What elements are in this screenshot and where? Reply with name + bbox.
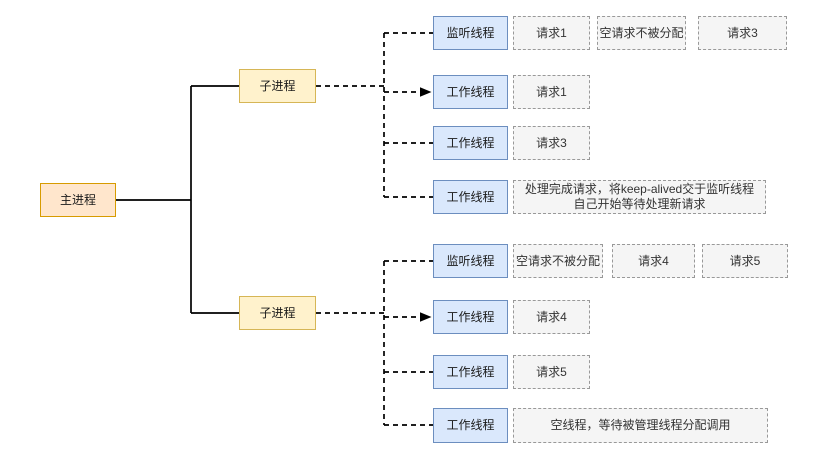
dashed-branch-cluster-1 xyxy=(316,32,433,198)
main-process-node: 主进程 xyxy=(40,183,116,217)
request-node: 请求3 xyxy=(698,16,787,50)
listener-thread-node-1: 监听线程 xyxy=(433,16,508,50)
request-node: 请求3 xyxy=(513,126,590,160)
listener-thread-node-2: 监听线程 xyxy=(433,244,508,278)
worker-thread-node-4: 工作线程 xyxy=(433,300,508,334)
request-node: 请求5 xyxy=(513,355,590,389)
request-node: 请求1 xyxy=(513,16,590,50)
child-process-node-1: 子进程 xyxy=(239,69,316,103)
request-node: 请求4 xyxy=(513,300,590,334)
worker-thread-node-1: 工作线程 xyxy=(433,75,508,109)
request-node-wide: 空线程，等待被管理线程分配调用 xyxy=(513,408,768,443)
request-node: 请求4 xyxy=(612,244,695,278)
worker-thread-node-6: 工作线程 xyxy=(433,408,508,443)
request-node: 空请求不被分配 xyxy=(513,244,603,278)
request-node: 请求1 xyxy=(513,75,590,109)
worker-thread-node-5: 工作线程 xyxy=(433,355,508,389)
request-node: 空请求不被分配 xyxy=(597,16,686,50)
worker-thread-node-3: 工作线程 xyxy=(433,180,508,214)
request-node-wide: 处理完成请求，将keep-alived交于监听线程 自己开始等待处理新请求 xyxy=(513,180,766,214)
arrowhead-worker-4 xyxy=(420,312,432,322)
arrowhead-worker-1 xyxy=(420,87,432,97)
dashed-branch-cluster-2 xyxy=(316,260,433,426)
child-process-node-2: 子进程 xyxy=(239,296,316,330)
request-node: 请求5 xyxy=(702,244,788,278)
worker-thread-node-2: 工作线程 xyxy=(433,126,508,160)
solid-tree-line xyxy=(116,85,239,314)
